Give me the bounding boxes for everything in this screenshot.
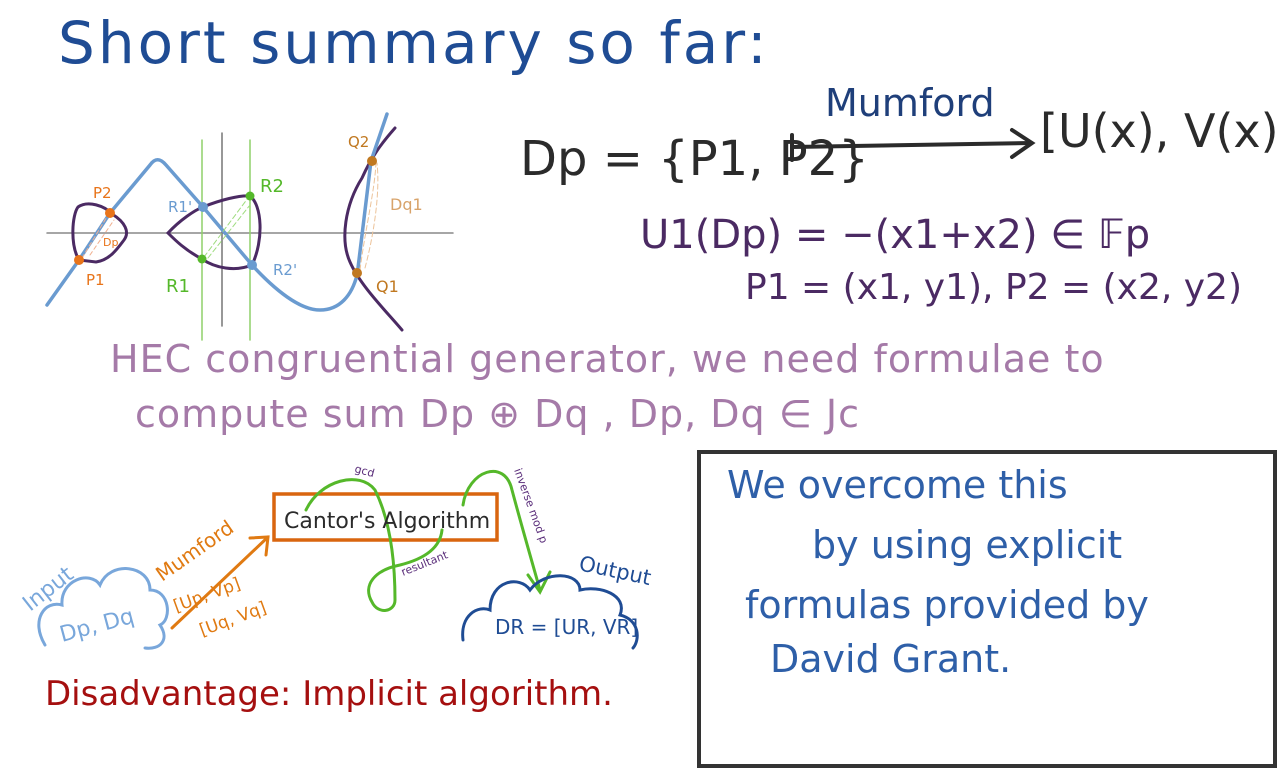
box-line: We overcome this xyxy=(727,463,1068,507)
hec-text-line-2: compute sum Dp ⊕ Dq , Dp, Dq ∈ Jc xyxy=(135,392,860,436)
label-p1: P1 xyxy=(86,271,105,289)
formula-points: P1 = (x1, y1), P2 = (x2, y2) xyxy=(745,267,1243,308)
mumford-arrow xyxy=(790,128,1036,162)
input-value: Dp, Dq xyxy=(57,604,137,648)
mumford-input-arrow xyxy=(170,535,270,630)
gcd-resultant-path xyxy=(304,478,444,612)
mumford-arrow-label: Mumford xyxy=(825,81,995,125)
point-r1 xyxy=(197,254,207,264)
output-cloud xyxy=(461,574,639,650)
summary-box xyxy=(697,450,1277,768)
divisor-dp: Dp = {P1, P2} xyxy=(520,131,869,187)
page-title: Short summary so far: xyxy=(58,9,770,77)
point-r1-prime xyxy=(198,202,208,212)
label-dq: Dq1 xyxy=(390,195,423,214)
point-p2 xyxy=(105,208,115,218)
flow-diagram xyxy=(37,470,639,650)
blue-curve xyxy=(45,158,359,312)
resultant-label: resultant xyxy=(399,548,450,579)
cantor-algorithm-label: Cantor's Algorithm xyxy=(284,509,490,534)
label-r2-prime: R2' xyxy=(273,261,297,279)
output-value: DR = [UR, VR] xyxy=(495,615,638,639)
point-r2-prime xyxy=(247,260,257,270)
curve-labels: P2 P1 Dp R1' R2 R1 R2' Q2 Dq1 Q1 xyxy=(86,133,423,297)
input-label: Input xyxy=(18,562,79,617)
disadvantage-text: Disadvantage: Implicit algorithm. xyxy=(45,674,613,714)
curve-figure xyxy=(45,112,454,341)
label-r1: R1 xyxy=(166,276,190,297)
cantor-box xyxy=(272,492,499,542)
label-r1-prime: R1' xyxy=(168,198,192,216)
label-q1: Q1 xyxy=(376,277,399,296)
input-cloud xyxy=(37,567,169,650)
dashed-chord-q xyxy=(359,161,379,271)
dashed-chord-p xyxy=(81,214,115,259)
label-p2: P2 xyxy=(93,184,112,202)
box-line: formulas provided by xyxy=(745,583,1149,627)
point-q1 xyxy=(352,268,362,278)
point-r2 xyxy=(245,191,255,201)
label-q2: Q2 xyxy=(348,133,369,151)
formula-u1: U1(Dp) = −(x1+x2) ∈ 𝔽p xyxy=(640,212,1151,258)
mumford-flow-label: Mumford xyxy=(151,515,238,586)
point-p1 xyxy=(74,255,84,265)
mumford-representation: [U(x), V(x)] xyxy=(1040,104,1280,158)
box-line: by using explicit xyxy=(812,523,1123,567)
hec-text-line-1: HEC congruential generator, we need form… xyxy=(110,337,1105,381)
dashed-chord-r xyxy=(203,197,251,259)
box-line: David Grant. xyxy=(770,637,1012,681)
gcd-label: gcd xyxy=(353,462,376,480)
label-dp: Dp xyxy=(103,236,118,249)
flow-labels: Input Dp, Dq Mumford [Up, Vp] [Uq, Vq] C… xyxy=(18,462,653,647)
output-label: Output xyxy=(577,551,653,590)
label-r2: R2 xyxy=(260,176,284,197)
point-q2 xyxy=(367,156,377,166)
